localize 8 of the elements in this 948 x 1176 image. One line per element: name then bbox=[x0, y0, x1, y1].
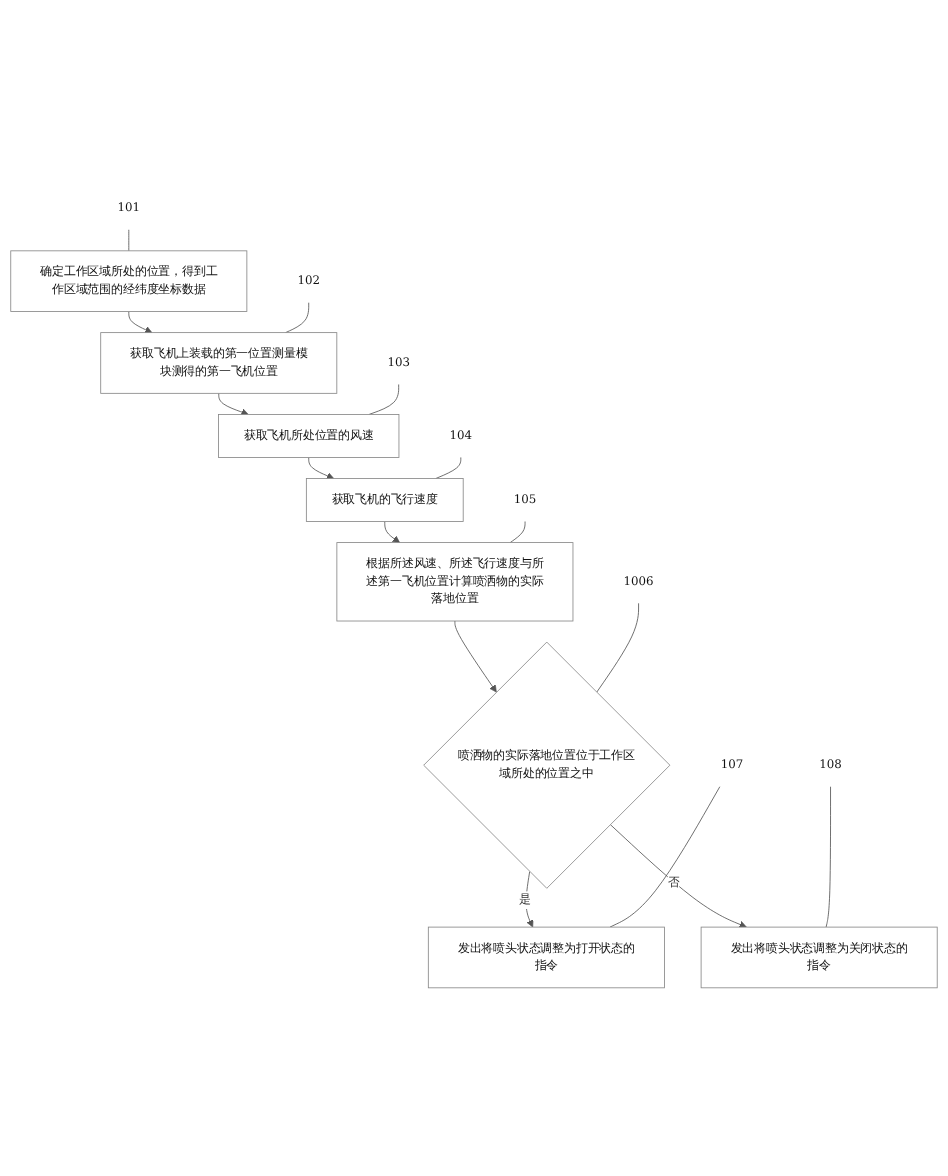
connector bbox=[368, 384, 400, 416]
connector bbox=[825, 787, 831, 929]
connector bbox=[285, 303, 310, 334]
connector bbox=[596, 603, 639, 694]
connector bbox=[128, 230, 130, 252]
connector bbox=[609, 787, 721, 929]
connector bbox=[509, 521, 526, 544]
connector bbox=[435, 457, 462, 480]
